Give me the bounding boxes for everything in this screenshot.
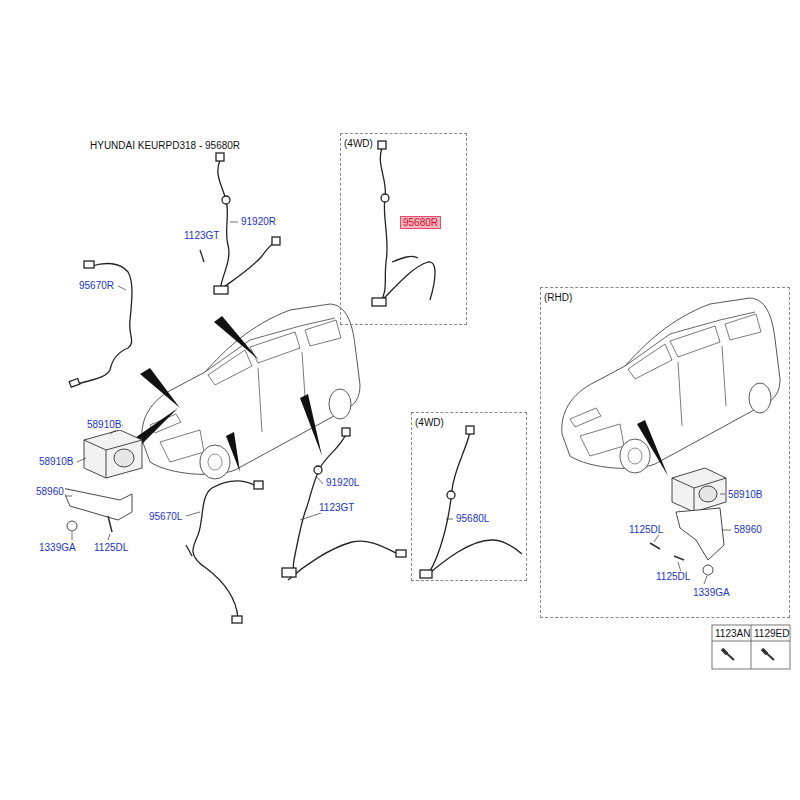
hydraulic-unit [672, 478, 726, 512]
highlighted-callout: 95680R [400, 216, 441, 229]
sensor-wire [69, 141, 522, 623]
leader-line [446, 519, 453, 520]
hydraulic-unit [62, 488, 132, 520]
callout-number: 95680L [455, 513, 490, 524]
leader-line [316, 476, 323, 484]
leader-line [230, 222, 238, 223]
callout-number: 95670L [148, 511, 183, 522]
hydraulic-unit [62, 430, 726, 575]
sensor-wire [193, 481, 256, 618]
pointer-wedge [226, 432, 240, 472]
fastener-table [762, 649, 767, 654]
callout-number: 58910B [727, 489, 763, 500]
leader-line [66, 222, 731, 584]
leader-line [108, 534, 110, 540]
leader-line [118, 286, 126, 290]
vehicle-outline [142, 304, 360, 479]
leader-line [72, 532, 73, 540]
callout-number: 1339GA [692, 587, 731, 598]
leader-line [300, 512, 324, 520]
callout-number: 58960 [733, 524, 763, 535]
callout-number: 1125DL [655, 571, 691, 582]
hydraulic-unit [674, 556, 684, 560]
fastener-table [712, 625, 790, 669]
vehicle-outline [562, 298, 780, 473]
sensor-wire [78, 264, 132, 384]
hydraulic-unit [67, 521, 77, 531]
sensor-wire [426, 432, 522, 576]
sensor-wire [216, 153, 224, 161]
pointer-wedge [300, 394, 322, 456]
pointer-wedge [140, 368, 180, 408]
callout-number: 1125DL [628, 524, 664, 535]
leader-line [66, 496, 72, 497]
callout-number: 1125DL [93, 542, 129, 553]
sensor-wire [342, 428, 350, 436]
sensor-wire [392, 256, 418, 262]
callout-number: 58910B [38, 456, 74, 467]
sensor-wire [381, 194, 389, 202]
sensor-wire [254, 481, 263, 489]
pointer-wedge [132, 316, 668, 476]
dashed-region: (4WD) [411, 412, 527, 581]
hydraulic-unit [108, 516, 112, 532]
hydraulic-unit [699, 486, 717, 502]
callout-number: 95680R [403, 217, 438, 228]
sensor-wire [200, 250, 204, 262]
pointer-wedge [637, 420, 668, 476]
leader-line [722, 530, 731, 531]
sensor-wire [420, 570, 432, 578]
hydraulic-unit [672, 468, 726, 512]
hydraulic-unit [84, 440, 142, 478]
sensor-wire [69, 378, 80, 387]
callout-number: 58910B [86, 419, 122, 430]
region-heading: (RHD) [544, 292, 786, 303]
region-heading: (4WD) [344, 138, 463, 149]
fastener-table [712, 625, 790, 669]
leader-line [704, 576, 707, 584]
fastener-table [722, 649, 727, 654]
sensor-wire [372, 298, 386, 306]
sensor-wire [84, 261, 94, 268]
fastener-table [712, 625, 790, 669]
leader-line [720, 494, 725, 495]
sensor-wire [222, 196, 230, 204]
sensor-wire [272, 237, 280, 245]
sensor-wire [378, 141, 386, 149]
dashed-region: (RHD) [540, 287, 790, 618]
sensor-wire [447, 491, 455, 499]
sensor-wire [232, 616, 242, 623]
callout-number: 1123GT [318, 502, 355, 513]
callout-number: 91920R [240, 216, 277, 227]
diagram-title: HYUNDAI KEURPD318 - 95680R [89, 140, 241, 151]
sensor-wire [186, 545, 192, 556]
sensor-wire [282, 568, 296, 577]
table-cell: 1129ED [753, 628, 790, 639]
callout-number: 95670R [78, 280, 115, 291]
pointer-wedge [214, 316, 259, 360]
sensor-wire [214, 286, 228, 294]
leader-line [186, 512, 200, 516]
hydraulic-unit [114, 449, 134, 467]
hydraulic-unit [84, 430, 142, 478]
sensor-wire [466, 426, 474, 434]
callout-number: 58960 [35, 486, 65, 497]
sensor-wire [314, 466, 322, 474]
dashed-region: (4WD) 95680R [340, 133, 467, 325]
table-cell: 1123AN [714, 628, 751, 639]
callout-number: 1339GA [38, 542, 77, 553]
leader-line [77, 458, 86, 462]
sensor-wire [288, 434, 400, 580]
hydraulic-unit [703, 565, 713, 575]
callout-number: 91920L [325, 477, 360, 488]
hydraulic-unit [650, 543, 660, 549]
hydraulic-unit [676, 508, 724, 560]
callout-number: 1123GT [183, 230, 220, 241]
region-heading: (4WD) [415, 417, 523, 428]
sensor-wire [396, 550, 406, 557]
